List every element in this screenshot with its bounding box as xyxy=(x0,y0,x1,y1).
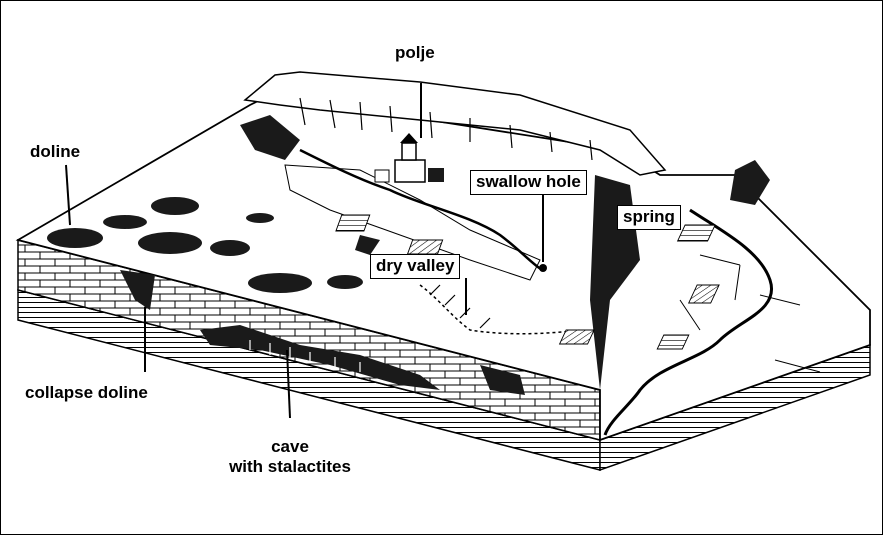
back-escarpment xyxy=(243,71,667,176)
collapse-doline-shape xyxy=(120,270,155,310)
label-spring: spring xyxy=(617,205,681,230)
label-cave-line1: cave xyxy=(271,437,309,456)
label-polje: polje xyxy=(395,43,435,62)
cliff-texture xyxy=(299,97,593,161)
cave-shape xyxy=(200,325,440,390)
label-swallow-hole: swallow hole xyxy=(470,170,587,195)
label-doline: doline xyxy=(30,142,81,161)
cave-passage xyxy=(480,365,525,395)
polje-shadow xyxy=(355,235,380,255)
polje-field xyxy=(335,214,371,232)
dry-valley-hatch xyxy=(429,284,491,329)
polje-field xyxy=(406,239,444,255)
stalactites xyxy=(249,340,361,372)
label-cave: cave with stalactites xyxy=(210,437,370,477)
lowland-fields xyxy=(558,224,821,373)
village xyxy=(374,133,444,183)
spring-outcrop xyxy=(730,160,770,205)
label-cave-line2: with stalactites xyxy=(229,457,351,476)
swallow-hole-mark xyxy=(539,264,547,272)
polje-floor xyxy=(284,164,541,281)
dolines xyxy=(47,197,363,293)
polje-river xyxy=(299,148,543,272)
label-collapse-doline: collapse doline xyxy=(25,383,148,402)
polje-wall-left xyxy=(240,115,300,160)
leader-lines xyxy=(65,83,544,419)
dry-valley-channel xyxy=(419,284,581,335)
label-dry-valley: dry valley xyxy=(370,254,461,279)
spring-river xyxy=(603,208,774,436)
